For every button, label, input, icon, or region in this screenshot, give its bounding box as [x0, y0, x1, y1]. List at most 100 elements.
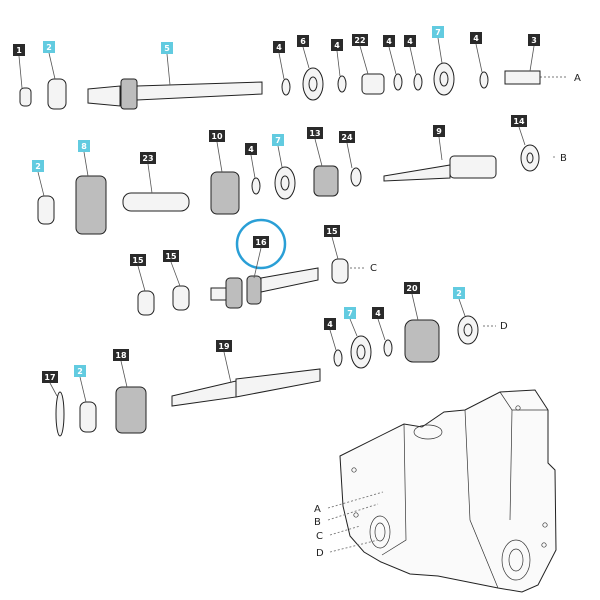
part-ring-17[interactable] [55, 391, 65, 437]
svg-text:7: 7 [347, 309, 353, 318]
svg-text:4: 4 [473, 34, 479, 43]
svg-text:17: 17 [44, 373, 55, 382]
part-bearing-2b[interactable] [37, 195, 55, 225]
part-circlip-4b[interactable] [337, 75, 347, 93]
label-15-c: 15 [324, 225, 340, 237]
svg-text:13: 13 [309, 129, 320, 138]
part-circlip-4g[interactable] [333, 349, 343, 367]
svg-text:15: 15 [165, 252, 177, 261]
housing-axis-c-line [329, 525, 361, 536]
part-circlip-4e[interactable] [479, 71, 489, 89]
housing-bolt-1 [351, 467, 357, 473]
part-bearing-15c[interactable] [331, 258, 349, 284]
part-layshaft-19-end[interactable] [171, 380, 237, 407]
part-bearing-6-bore [308, 76, 318, 92]
housing-axis-a-letter: A [314, 504, 321, 515]
axis-c-letter: C [370, 263, 377, 274]
svg-text:20: 20 [406, 284, 418, 293]
housing-edge-2 [464, 409, 499, 589]
label-4-row-a-1: 4 [273, 41, 285, 53]
label-3: 3 [528, 34, 540, 46]
part-gear-13[interactable] [313, 165, 339, 197]
part-circlip-4f[interactable] [251, 177, 261, 195]
housing-axis-b-letter: B [314, 517, 321, 528]
part-input-shaft-5-gear[interactable] [120, 78, 138, 110]
shaft-row-d: D 4 7 4 20 2 [324, 282, 508, 369]
part-countershaft-16-stub[interactable] [210, 287, 227, 301]
part-bearing-2c-bore [463, 323, 473, 337]
svg-text:16: 16 [255, 238, 267, 247]
housing-axis-d-letter: D [316, 548, 324, 559]
housing-bolt-3 [515, 405, 521, 411]
label-16: 16 [253, 236, 269, 248]
part-circlip-4h[interactable] [383, 339, 393, 357]
part-mainshaft-9-end[interactable] [383, 164, 451, 182]
label-4-row-a-3: 4 [383, 35, 395, 47]
shaft-row-c: C 16 15 15 15 [130, 218, 377, 316]
part-input-shaft-5[interactable] [136, 81, 263, 101]
housing-top-port [413, 424, 443, 440]
part-bearing-15b[interactable] [172, 285, 190, 311]
label-7-row-b: 7 [272, 134, 284, 146]
label-23: 23 [140, 152, 156, 164]
label-1: 1 [13, 44, 25, 56]
svg-text:4: 4 [334, 41, 340, 50]
housing-bolt-2 [353, 512, 359, 518]
part-sleeve-22[interactable] [361, 73, 385, 95]
part-shaft-3[interactable] [504, 70, 541, 85]
part-countershaft-16-gear-a[interactable] [225, 277, 243, 309]
svg-text:7: 7 [275, 136, 281, 145]
svg-text:4: 4 [407, 37, 413, 46]
part-bearing-2d[interactable] [79, 401, 97, 433]
part-bushing-1[interactable] [19, 87, 32, 107]
svg-text:5: 5 [164, 44, 170, 53]
part-circlip-4a[interactable] [281, 78, 291, 96]
part-mainshaft-9[interactable] [449, 155, 497, 179]
svg-text:22: 22 [354, 36, 365, 45]
label-7-row-d: 7 [344, 307, 356, 319]
part-spacer-23[interactable] [122, 192, 190, 212]
shaft-row-b: B 2 8 23 10 4 7 13 24 9 14 [32, 115, 567, 235]
svg-text:4: 4 [276, 43, 282, 52]
housing-axis-c-letter: C [316, 531, 323, 542]
part-input-shaft-5-end[interactable] [87, 85, 121, 107]
label-20: 20 [404, 282, 420, 294]
label-15-a: 15 [130, 254, 146, 266]
label-18: 18 [113, 349, 129, 361]
part-gear-18[interactable] [115, 386, 147, 434]
svg-text:2: 2 [456, 289, 462, 298]
svg-text:14: 14 [513, 117, 525, 126]
svg-text:4: 4 [248, 145, 254, 154]
label-5: 5 [161, 42, 173, 54]
svg-text:6: 6 [300, 37, 306, 46]
svg-text:2: 2 [46, 43, 52, 52]
part-gear-8[interactable] [75, 175, 107, 235]
label-4-row-a-4: 4 [404, 35, 416, 47]
label-19: 19 [216, 340, 232, 352]
svg-text:4: 4 [386, 37, 392, 46]
label-15-b: 15 [163, 250, 179, 262]
part-circlip-4d[interactable] [413, 73, 423, 91]
label-7-row-a: 7 [432, 26, 444, 38]
part-gear-20[interactable] [404, 319, 440, 363]
label-2-row-b: 2 [32, 160, 44, 172]
part-ring-24[interactable] [350, 167, 362, 187]
part-countershaft-16[interactable] [260, 267, 319, 293]
part-circlip-4c[interactable] [393, 73, 403, 91]
label-24: 24 [339, 131, 355, 143]
housing-axis-b-line [327, 503, 379, 521]
housing-body[interactable] [339, 389, 557, 593]
part-layshaft-19[interactable] [235, 368, 321, 398]
label-17: 17 [42, 371, 58, 383]
label-4-row-d-1: 4 [324, 318, 336, 330]
svg-text:19: 19 [218, 342, 230, 351]
part-gear-10[interactable] [210, 171, 240, 215]
part-countershaft-16-gear-b[interactable] [246, 275, 262, 305]
svg-text:15: 15 [132, 256, 144, 265]
axis-b-letter: B [560, 153, 567, 164]
part-bearing-15a[interactable] [137, 290, 155, 316]
gearbox-housing: A B C D [314, 389, 557, 593]
label-6: 6 [297, 35, 309, 47]
part-bearing-2[interactable] [47, 78, 67, 110]
part-bearing-14-bore [526, 152, 534, 164]
